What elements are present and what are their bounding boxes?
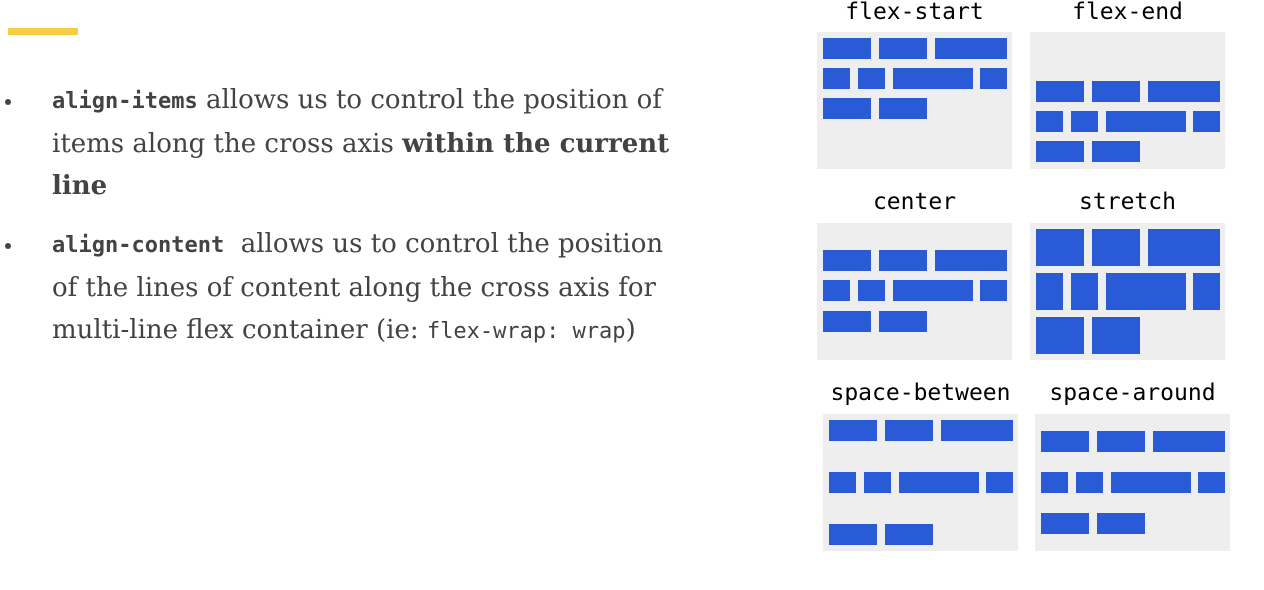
item xyxy=(893,68,973,89)
item xyxy=(1193,273,1220,310)
item xyxy=(1148,229,1220,266)
panel-flex-start xyxy=(817,32,1012,169)
item xyxy=(1071,111,1098,132)
panel-center xyxy=(817,223,1012,360)
item xyxy=(1153,431,1225,452)
item xyxy=(1106,273,1186,310)
code-align-content: align-content xyxy=(52,233,225,258)
item xyxy=(1036,317,1084,354)
item xyxy=(823,311,871,332)
item xyxy=(1092,317,1140,354)
item xyxy=(935,250,1007,271)
item xyxy=(864,472,891,493)
panel-label-flex-start: flex-start xyxy=(845,0,984,25)
panel-label-space-around: space-around xyxy=(1049,380,1216,406)
item xyxy=(823,98,871,119)
bullet-2-text: allows us to control the position of the… xyxy=(52,229,672,345)
item xyxy=(1041,431,1089,452)
item xyxy=(1036,81,1084,102)
item xyxy=(1106,111,1186,132)
item xyxy=(858,280,885,301)
item xyxy=(1097,513,1145,534)
item xyxy=(1036,229,1084,266)
item xyxy=(1041,513,1089,534)
panel-label-space-between: space-between xyxy=(830,380,1011,406)
item xyxy=(1097,431,1145,452)
item xyxy=(1036,141,1084,162)
item xyxy=(829,420,877,441)
accent-bar xyxy=(8,28,78,35)
item xyxy=(1071,273,1098,310)
item xyxy=(885,524,933,545)
panel-label-stretch: stretch xyxy=(1079,189,1176,215)
item xyxy=(899,472,979,493)
item xyxy=(980,68,1007,89)
item xyxy=(879,98,927,119)
bullet-align-items: align-items allows us to control the pos… xyxy=(52,79,692,207)
item xyxy=(1036,111,1063,132)
item xyxy=(879,38,927,59)
bullet-1-strong: within the current line xyxy=(52,129,670,201)
item xyxy=(1111,472,1191,493)
code-align-items: align-items xyxy=(52,89,198,114)
item xyxy=(1092,141,1140,162)
item xyxy=(879,250,927,271)
item xyxy=(986,472,1013,493)
item xyxy=(823,38,871,59)
panel-space-around xyxy=(1035,414,1230,551)
panel-label-flex-end: flex-end xyxy=(1072,0,1183,25)
bullet-align-content: align-content allows us to control the p… xyxy=(52,223,692,353)
item xyxy=(1148,81,1220,102)
item xyxy=(1198,472,1225,493)
panel-flex-end xyxy=(1030,32,1225,169)
panel-space-between xyxy=(823,414,1018,551)
panel-stretch xyxy=(1030,223,1225,360)
item xyxy=(1193,111,1220,132)
code-flex-wrap: flex-wrap: wrap xyxy=(426,319,626,344)
item xyxy=(1076,472,1103,493)
bullet-dot-1 xyxy=(5,99,11,105)
panel-label-center: center xyxy=(872,189,957,215)
bullet-dot-2 xyxy=(5,243,11,249)
item xyxy=(823,68,850,89)
item xyxy=(935,38,1007,59)
item xyxy=(1092,81,1140,102)
bullet-1-text: allows us to control the position of ite… xyxy=(52,85,662,159)
item xyxy=(893,280,973,301)
item xyxy=(1036,273,1063,310)
item xyxy=(885,420,933,441)
bullet-2-tail: ) xyxy=(625,315,636,345)
item xyxy=(823,280,850,301)
item xyxy=(1092,229,1140,266)
item xyxy=(941,420,1013,441)
item xyxy=(829,472,856,493)
item xyxy=(829,524,877,545)
item xyxy=(823,250,871,271)
item xyxy=(1041,472,1068,493)
item xyxy=(980,280,1007,301)
item xyxy=(879,311,927,332)
item xyxy=(858,68,885,89)
